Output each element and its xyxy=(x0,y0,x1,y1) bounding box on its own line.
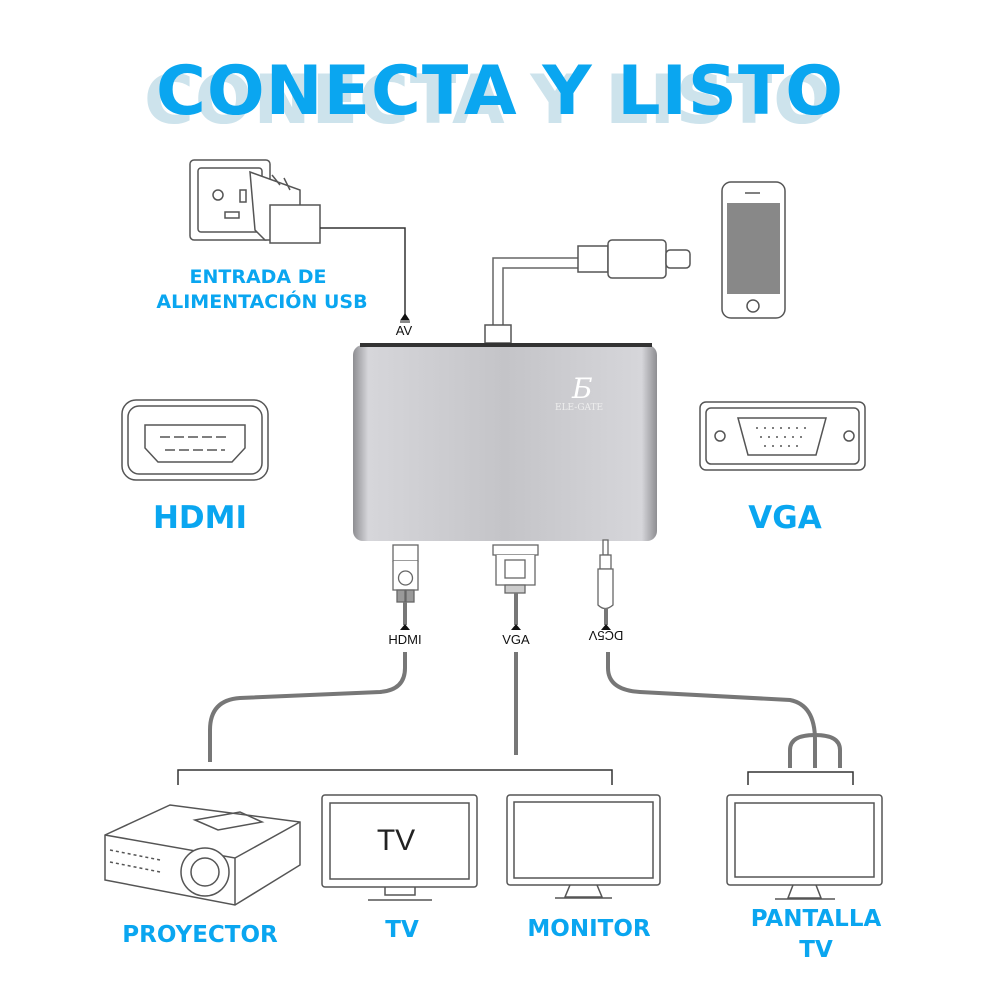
vga-plug-icon xyxy=(492,544,539,594)
hdmi-port-label: HDMI xyxy=(388,632,422,647)
screen-tv-label-line1: PANTALLA xyxy=(750,906,882,932)
lightning-cable xyxy=(484,239,691,344)
tv-icon xyxy=(321,794,478,901)
hdmi-port-icon xyxy=(121,399,269,481)
adapter-device: Ƃ ELE-GATE xyxy=(353,343,657,541)
hdmi-cable xyxy=(208,652,407,762)
power-cable xyxy=(320,227,406,315)
dc-cable xyxy=(606,652,817,741)
screen-tv-label-line2: TV xyxy=(799,937,833,963)
vga-label: VGA xyxy=(748,500,822,536)
monitor-icon xyxy=(506,794,661,899)
av-port-label: AV xyxy=(395,323,413,338)
device-bracket xyxy=(177,769,613,785)
power-input-label-line1: ENTRADA DE xyxy=(189,266,327,288)
hdmi-plug-icon xyxy=(392,544,419,603)
page-title: CONECTA Y LISTO xyxy=(155,52,845,131)
monitor-label: MONITOR xyxy=(527,916,651,942)
screen-bracket xyxy=(747,771,854,785)
projector-label: PROYECTOR xyxy=(122,922,278,948)
screen-tv-icon xyxy=(726,794,883,900)
vga-port-label: VGA xyxy=(502,632,530,647)
power-plug-icon xyxy=(189,159,321,244)
vga-port-icon xyxy=(699,401,866,471)
power-input-label-line2: ALIMENTACIÓN USB xyxy=(156,291,368,313)
tv-label: TV xyxy=(385,917,419,943)
phone-icon xyxy=(721,181,786,319)
brand-logo: Ƃ xyxy=(571,372,593,405)
audio-jack-icon xyxy=(597,539,614,610)
projector-icon xyxy=(104,804,301,906)
dc5v-port-label: DC5V xyxy=(588,628,624,643)
hdmi-label: HDMI xyxy=(152,500,248,536)
tv-screen-text: TV xyxy=(376,824,416,857)
brand-text: ELE-GATE xyxy=(555,403,603,413)
